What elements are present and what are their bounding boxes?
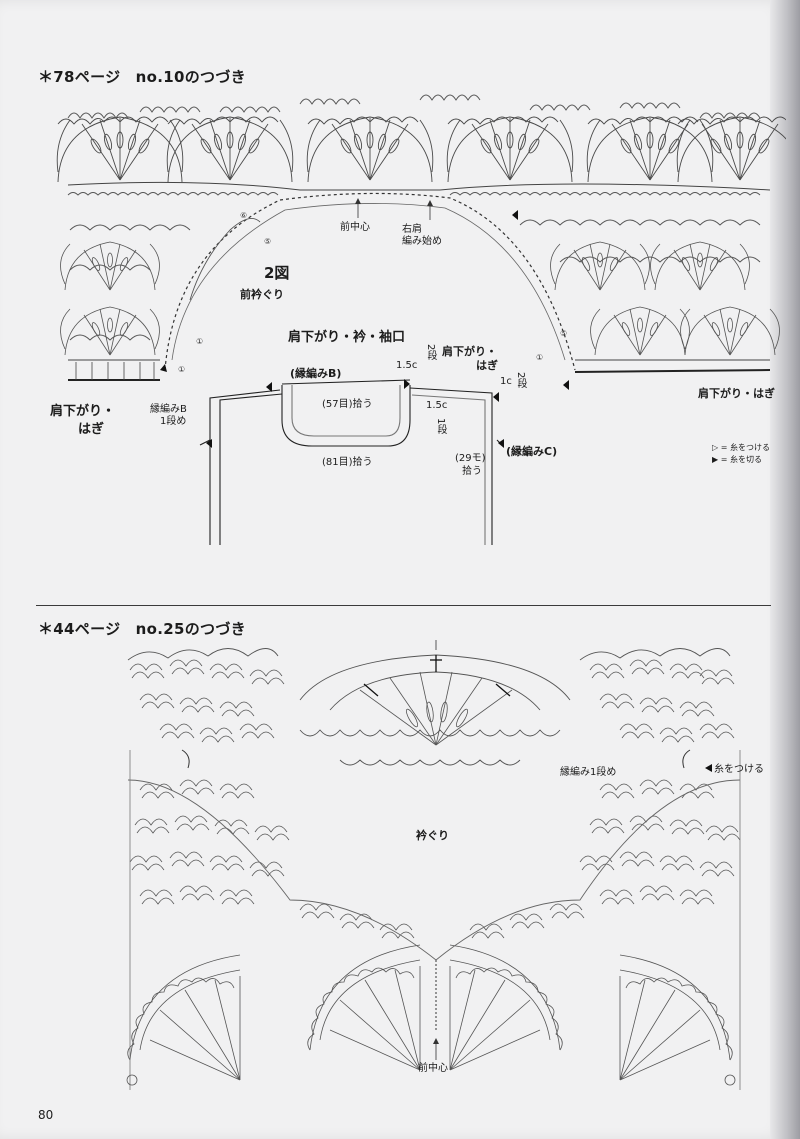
edging-row-1-label: 縁編み1段め xyxy=(560,767,617,778)
figure-subtitle: 前衿ぐり xyxy=(240,288,284,301)
attach-yarn-label: 糸をつける xyxy=(714,764,764,775)
left-pineapple-field xyxy=(127,779,421,1081)
filled-triangle-icon: ▶ xyxy=(712,455,719,464)
pick-29-label-2: 拾う xyxy=(462,466,482,477)
schematic-title: 肩下がり・衿・袖口 xyxy=(288,330,406,345)
shoulder-center-label-1: 肩下がり・ xyxy=(442,345,497,358)
svg-text:⑤: ⑤ xyxy=(264,237,271,246)
section1-title: ＊78ページ no.10のつづき xyxy=(38,68,246,86)
neckline-curve xyxy=(127,779,741,961)
cut-yarn-marker xyxy=(512,210,518,220)
page-number: 80 xyxy=(38,1108,54,1122)
size-1-5c-b: 1.5c xyxy=(426,400,448,411)
neck-fan-top xyxy=(299,654,571,766)
top-fan-row xyxy=(56,116,786,183)
shoulder-left-label-1: 肩下がり・ xyxy=(50,404,116,419)
rows-2-a: 2段 xyxy=(425,344,436,361)
legend-item-attach: ▷ = 糸をつける xyxy=(712,442,770,454)
top-scallops xyxy=(67,94,761,119)
front-center-label-2: 前中心 xyxy=(418,1063,448,1074)
shoulder-left-label-2: はぎ xyxy=(78,422,105,437)
open-triangle-icon: ▷ xyxy=(712,443,719,452)
svg-text:①: ① xyxy=(178,365,185,374)
attach-yarn-marker xyxy=(705,764,712,772)
right-pineapple-field xyxy=(449,779,741,1081)
legend-cut-text: = 糸を切る xyxy=(720,455,762,464)
neck-upper-right xyxy=(579,648,735,743)
pick-81-label: (81目)拾う xyxy=(322,457,373,468)
top-chain-line xyxy=(67,181,771,191)
edging-b-row-label-2: 1段め xyxy=(160,416,187,427)
edging-b-row-label-1: 縁編みB xyxy=(150,404,187,415)
crochet-chart-no10: ① ① ① ⑤ ⑤ ⑥ xyxy=(56,94,786,545)
crochet-chart-no25 xyxy=(126,640,741,1090)
right-lace-block xyxy=(519,219,780,373)
rows-2-b: 2段 xyxy=(515,372,526,389)
rows-1: 1段 xyxy=(435,418,446,435)
shoulder-right-label: 肩下がり・はぎ xyxy=(698,387,775,400)
svg-text:⑥: ⑥ xyxy=(240,211,247,220)
neckline-inner xyxy=(171,203,566,361)
left-lace-block xyxy=(60,224,191,381)
row-markers: ① ① ① ⑤ ⑤ ⑥ xyxy=(178,211,567,374)
front-center-label: 前中心 xyxy=(340,222,370,233)
neckline-label: 衿ぐり xyxy=(416,829,449,842)
size-1c: 1c xyxy=(500,376,512,387)
top-picot-row-left xyxy=(67,192,279,196)
legend-attach-text: = 糸をつける xyxy=(720,443,770,452)
size-1-5c-a: 1.5c xyxy=(396,360,418,371)
svg-text:⑤: ⑤ xyxy=(560,329,567,338)
pick-29-label-1: (29モ) xyxy=(455,453,486,464)
svg-text:①: ① xyxy=(196,337,203,346)
figure-title: 2図 xyxy=(264,264,290,282)
section2-title: ＊44ページ no.25のつづき xyxy=(38,620,246,638)
pick-57-label: (57目)拾う xyxy=(322,399,373,410)
neck-upper-left xyxy=(127,648,285,743)
legend: ▷ = 糸をつける ▶ = 糸を切る xyxy=(712,442,770,466)
right-shoulder-label: 右肩 xyxy=(402,224,422,235)
section-divider xyxy=(36,605,771,606)
shoulder-center-label-2: はぎ xyxy=(476,359,498,372)
schematic xyxy=(199,379,503,545)
top-picot-row-right xyxy=(449,192,761,196)
page-binding xyxy=(770,0,800,1139)
start-knitting-label: 編み始め xyxy=(402,236,442,247)
svg-text:①: ① xyxy=(536,353,543,362)
neckline-edge xyxy=(164,192,576,371)
edging-b-label: (縁編みB) xyxy=(290,367,342,380)
legend-item-cut: ▶ = 糸を切る xyxy=(712,454,770,466)
edging-c-label: (縁編みC) xyxy=(506,445,558,458)
